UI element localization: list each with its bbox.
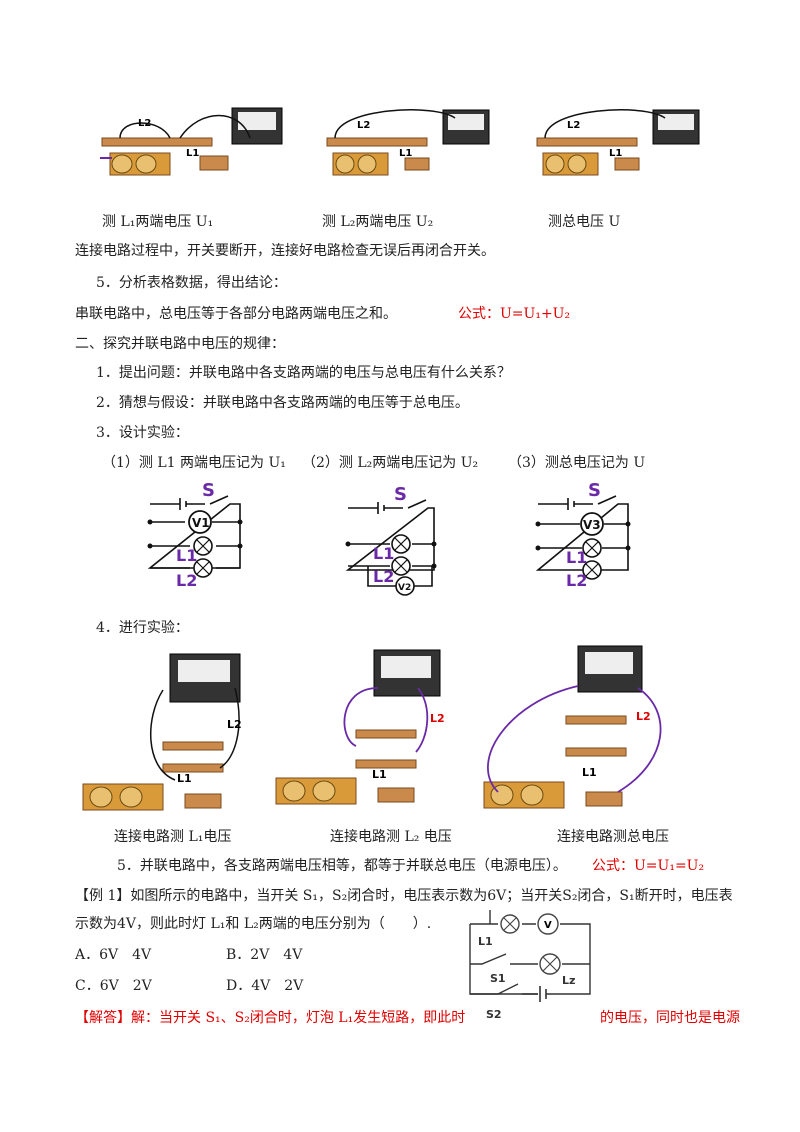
ex-s2-label: S2 bbox=[486, 1008, 502, 1021]
photo-caption-1: 测 L₁两端电压 U₁ bbox=[102, 214, 214, 230]
exp-caption-3: 连接电路测总电压 bbox=[557, 829, 669, 845]
photo-caption-3: 测总电压 U bbox=[548, 214, 621, 230]
l2-label-2: L2 bbox=[373, 567, 394, 586]
photo-label-l1b: L1 bbox=[399, 148, 412, 159]
exp2-l2-label: L2 bbox=[430, 712, 445, 725]
option-a: A．6V 4V bbox=[75, 947, 152, 963]
parallel-conclusion: 5．并联电路中，各支路两端电压相等，都等于并联总电压（电源电压）。 bbox=[117, 858, 567, 874]
photo-label-l2: L2 bbox=[138, 118, 151, 129]
connection-note: 连接电路过程中，开关要断开，连接好电路检查无误后再闭合开关。 bbox=[75, 243, 495, 259]
l1-label-1: L1 bbox=[176, 546, 197, 565]
parallel-photo-3: L2 L1 bbox=[483, 645, 662, 809]
exp3-l2-label: L2 bbox=[636, 710, 651, 723]
exp1-l1-label: L1 bbox=[177, 772, 192, 785]
photo-label-l2c: L2 bbox=[567, 120, 580, 131]
parallel-formula: 公式：U=U₁=U₂ bbox=[592, 858, 705, 874]
ex-s1-label: S1 bbox=[490, 972, 506, 985]
switch-label-3: S bbox=[588, 480, 601, 501]
option-b: B．2V 4V bbox=[226, 947, 303, 963]
circuit-diagram-3: S V3 L1 L2 bbox=[535, 480, 631, 590]
ex-lz-label: Lz bbox=[562, 974, 575, 987]
switch-label-1: S bbox=[202, 480, 215, 501]
voltmeter-v2-icon bbox=[395, 576, 415, 596]
series-conclusion: 串联电路中，总电压等于各部分电路两端电压之和。 bbox=[75, 306, 397, 322]
series-formula: 公式：U=U₁+U₂ bbox=[458, 306, 571, 322]
series-photo-1: L2 L1 bbox=[100, 107, 283, 176]
design-label-1: （1）测 L1 两端电压记为 U₁ bbox=[102, 455, 286, 471]
l1-label-3: L1 bbox=[566, 548, 587, 567]
l1-label-2: L1 bbox=[373, 544, 394, 563]
answer-tail: 的电压，同时也是电源 bbox=[600, 1010, 740, 1026]
photo-label-l2b: L2 bbox=[357, 120, 370, 131]
section2-title: 二、探究并联电路中电压的规律： bbox=[75, 336, 285, 352]
design-label-2: （2）测 L₂两端电压记为 U₂ bbox=[302, 455, 479, 471]
photo-caption-2: 测 L₂两端电压 U₂ bbox=[322, 214, 434, 230]
ex-v-label: V bbox=[544, 920, 552, 931]
series-photo-3: L2 L1 bbox=[536, 109, 700, 176]
circuit-diagram-2: S L1 L2 V2 bbox=[345, 484, 437, 596]
exp1-l2-label: L2 bbox=[227, 718, 242, 731]
exp-caption-2: 连接电路测 L₂ 电压 bbox=[330, 829, 452, 845]
parallel-step1: 1．提出问题：并联电路中各支路两端的电压与总电压有什么关系？ bbox=[96, 365, 511, 381]
parallel-step2: 2．猜想与假设：并联电路中各支路两端的电压等于总电压。 bbox=[96, 395, 469, 411]
parallel-step3: 3．设计实验： bbox=[96, 425, 189, 441]
option-d: D．4V 2V bbox=[226, 978, 304, 994]
parallel-photo-2: L2 L1 bbox=[275, 649, 445, 805]
v1-label: V1 bbox=[192, 516, 210, 530]
example-line1: 【例 1】如图所示的电路中，当开关 S₁，S₂闭合时，电压表示数为6V；当开关S… bbox=[75, 888, 733, 904]
step5-title: 5．分析表格数据，得出结论： bbox=[96, 275, 287, 291]
l2-label-3: L2 bbox=[566, 571, 587, 590]
parallel-step4: 4．进行实验： bbox=[96, 620, 189, 636]
answer-tag: 【解答】 bbox=[75, 1010, 131, 1026]
example-line2: 示数为4V，则此时灯 L₁和 L₂两端的电压分别为（ ）. bbox=[75, 916, 432, 932]
circuit-diagram-1: S V1 L1 L2 bbox=[147, 480, 243, 590]
photo-label-l1: L1 bbox=[186, 148, 199, 159]
voltmeter-v3-icon bbox=[580, 512, 604, 536]
exp2-l1-label: L1 bbox=[372, 768, 387, 781]
voltmeter-v1-icon bbox=[188, 510, 212, 534]
option-c: C．6V 2V bbox=[75, 978, 152, 994]
switch-label-2: S bbox=[394, 484, 407, 505]
series-photo-2: L2 L1 bbox=[326, 109, 490, 176]
example-circuit: V L1 S1 Lz S2 bbox=[469, 910, 591, 1021]
exp-caption-1: 连接电路测 L₁电压 bbox=[114, 829, 232, 845]
answer-text: 解：当开关 S₁、S₂闭合时，灯泡 L₁发生短路，即此时 bbox=[131, 1010, 466, 1026]
design-label-3: （3）测总电压记为 U bbox=[508, 455, 646, 471]
exp3-l1-label: L1 bbox=[582, 766, 597, 779]
ex-l1-label: L1 bbox=[478, 935, 493, 948]
parallel-photo-1: L2 L1 bbox=[82, 653, 242, 811]
v3-label: V3 bbox=[583, 518, 601, 532]
l2-label-1: L2 bbox=[176, 571, 197, 590]
photo-label-l1c: L1 bbox=[609, 148, 622, 159]
v2-label: V2 bbox=[398, 583, 411, 593]
